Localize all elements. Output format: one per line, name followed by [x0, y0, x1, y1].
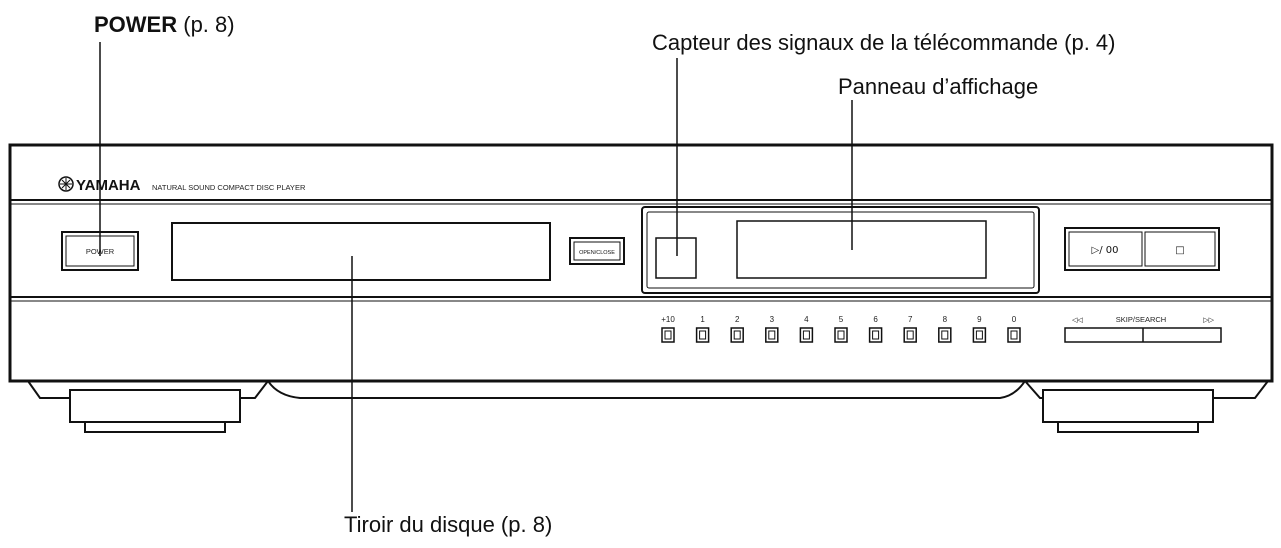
number-key-button[interactable]: [903, 327, 917, 343]
number-key-label: 6: [873, 315, 878, 324]
skip-forward-icon: ▷▷: [1203, 316, 1214, 324]
number-key-button[interactable]: [868, 327, 883, 343]
number-key-label: 0: [1012, 315, 1017, 324]
number-key-inner: [664, 330, 672, 340]
number-key-label: +10: [661, 315, 675, 324]
number-key-label: 7: [908, 315, 913, 324]
remote-sensor-callout: Capteur des signaux de la télécommande (…: [652, 30, 1116, 55]
number-key-label: 9: [977, 315, 982, 324]
number-key-label: 5: [839, 315, 844, 324]
number-key-inner: [975, 330, 983, 340]
number-key-button[interactable]: [1007, 327, 1021, 343]
number-key-button[interactable]: [938, 327, 952, 343]
left-foot-base: [84, 421, 226, 433]
play-pause-button[interactable]: [1068, 231, 1143, 267]
remote-sensor: [655, 237, 697, 279]
skip-search-label: SKIP/SEARCH: [1116, 315, 1166, 324]
open-close-inner: [573, 241, 621, 261]
number-key-label: 3: [770, 315, 775, 324]
number-key-button[interactable]: [730, 327, 744, 343]
number-key-inner: [768, 330, 776, 340]
disc-tray[interactable]: [171, 222, 551, 281]
stop-button[interactable]: [1144, 231, 1216, 267]
display-window-inner: [646, 211, 1035, 289]
number-key-button[interactable]: [661, 327, 675, 343]
number-key-inner: [802, 330, 810, 340]
open-close-label: OPEN/CLOSE: [579, 250, 615, 256]
power-callout: POWER (p. 8): [94, 12, 235, 38]
number-key-label: 1: [700, 315, 705, 324]
tray-callout: Tiroir du disque (p. 8): [344, 512, 553, 537]
number-key-inner: [941, 330, 949, 340]
number-key-label: 2: [735, 315, 740, 324]
stop-icon: □: [1175, 245, 1184, 256]
product-subtitle: NATURAL SOUND COMPACT DISC PLAYER: [152, 183, 306, 192]
number-key-button[interactable]: [834, 327, 848, 343]
display-panel: [736, 220, 987, 279]
number-key-inner: [699, 330, 707, 340]
right-foot: [1042, 389, 1214, 423]
brand-text: YAMAHA: [76, 177, 141, 194]
number-key-label: 8: [943, 315, 948, 324]
power-callout-strong: POWER: [94, 12, 178, 37]
number-key-button[interactable]: [972, 327, 987, 343]
number-key-inner: [872, 330, 880, 340]
number-key-inner: [837, 330, 845, 340]
number-key-label: 4: [804, 315, 809, 324]
power-callout-page: (p. 8): [177, 12, 235, 37]
number-keys: +10 1 2 3 4 5 6 7 8 9 0: [661, 315, 1021, 343]
number-key-button[interactable]: [695, 327, 710, 343]
base-center-contour: [267, 380, 1026, 399]
number-key-button[interactable]: [799, 327, 814, 343]
play-pause-icon: ▷/ 00: [1092, 245, 1119, 256]
skip-back-icon: ◁◁: [1072, 316, 1083, 324]
number-key-button[interactable]: [765, 327, 779, 343]
right-foot-base: [1057, 421, 1199, 433]
number-key-inner: [906, 330, 914, 340]
yamaha-logo: YAMAHA: [58, 176, 141, 194]
number-key-inner: [1010, 330, 1018, 340]
display-callout: Panneau d’affichage: [838, 74, 1039, 99]
number-key-inner: [733, 330, 741, 340]
left-foot: [69, 389, 241, 423]
